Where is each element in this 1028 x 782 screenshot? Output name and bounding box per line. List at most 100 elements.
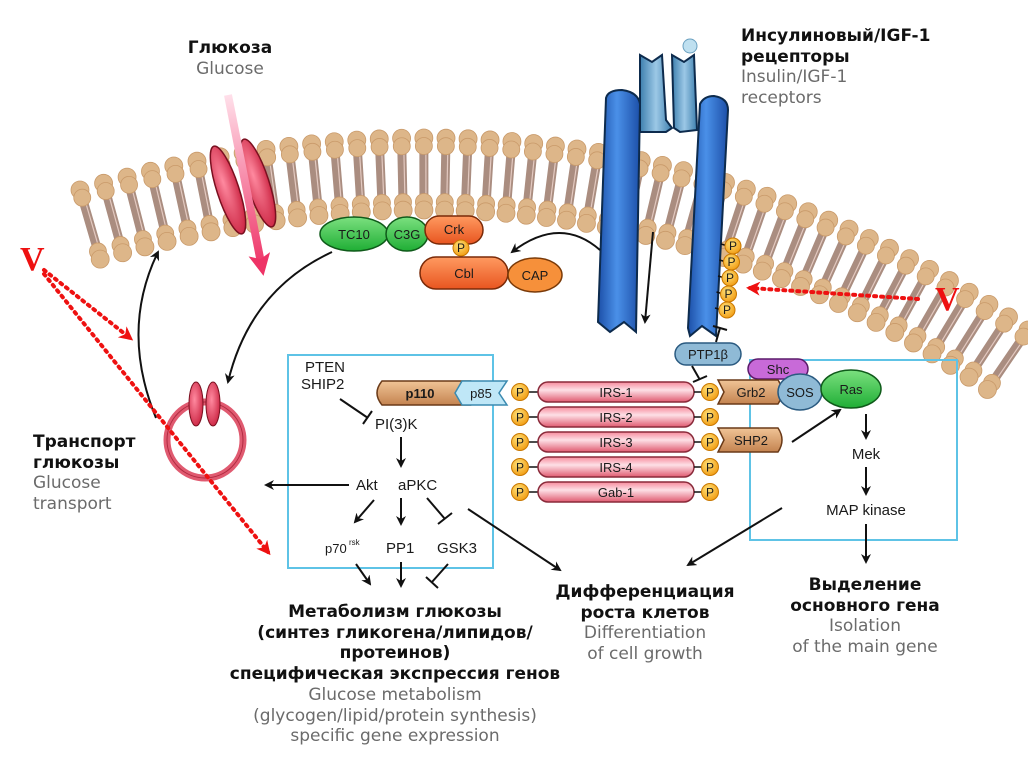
irs-label: IRS-4 bbox=[599, 460, 632, 475]
phospho-site-right bbox=[701, 408, 719, 426]
receptors-label: Инсулиновый/IGF-1 рецепторы Insulin/IGF-… bbox=[741, 26, 931, 109]
svg-text:Akt: Akt bbox=[356, 477, 379, 494]
shc-protein bbox=[747, 358, 809, 380]
mapk-to-differentiation-arrow bbox=[686, 507, 783, 567]
apkc-inhibits-gsk3 bbox=[426, 497, 453, 525]
irs-row: P IRS-2 P bbox=[511, 406, 719, 428]
glucose-metabolism-label: Метаболизм глюкозы (синтез гликогена/лип… bbox=[229, 602, 561, 747]
phospho-label: P bbox=[706, 411, 714, 425]
p85-subunit bbox=[454, 380, 509, 406]
svg-text:p70: p70 bbox=[325, 541, 347, 556]
irs-label: IRS-3 bbox=[599, 435, 632, 450]
glut4-vesicle bbox=[163, 381, 247, 482]
glucose-transport-label: Транспорт глюкозы Glucose transport bbox=[33, 432, 136, 515]
v-marker-left: V bbox=[20, 241, 45, 278]
svg-text:SHP2: SHP2 bbox=[734, 433, 768, 448]
svg-text:PI(3)K: PI(3)K bbox=[375, 416, 418, 433]
phospho-site-left bbox=[511, 483, 529, 501]
phospho-site-right bbox=[701, 433, 719, 451]
phospho-label: P bbox=[706, 486, 714, 500]
irs-label: IRS-2 bbox=[599, 410, 632, 425]
cap-cbl-complex: TC10 C3G Crk P Cbl CAP bbox=[319, 215, 563, 293]
phospho-site-crk bbox=[452, 239, 470, 257]
svg-text:C3G: C3G bbox=[394, 227, 421, 242]
ptp1b-inhibits-receptor bbox=[712, 325, 728, 343]
receptor-internal-arrow bbox=[640, 231, 654, 324]
phospho-site-right bbox=[701, 458, 719, 476]
phospho-label: P bbox=[516, 486, 524, 500]
phospho-label: P bbox=[516, 436, 524, 450]
irs-row: P IRS-1 P bbox=[511, 381, 719, 403]
pi3k-pathway: PTEN SHIP2 PI(3)K Akt aPKC p70 rsk PP1 G… bbox=[264, 359, 562, 589]
svg-text:Grb2: Grb2 bbox=[737, 385, 766, 400]
ras-activation-complex: Shc Grb2 SOS Ras bbox=[716, 358, 882, 411]
svg-text:p85: p85 bbox=[470, 386, 492, 401]
ptp1b-inhibits-irs1 bbox=[691, 365, 708, 383]
tc10-to-vesicle-arrow bbox=[225, 251, 333, 384]
ptp1b-protein: PTP1β bbox=[674, 342, 742, 366]
gsk3-inhibits-metabolism bbox=[425, 563, 449, 589]
pi3k-p110-p85: p110 p85 bbox=[376, 380, 509, 406]
phospho-site-left bbox=[511, 458, 529, 476]
phospho-label: P bbox=[724, 287, 732, 301]
phospho-site bbox=[718, 301, 736, 319]
svg-text:SHIP2: SHIP2 bbox=[301, 376, 344, 393]
highlight-markers: V V bbox=[20, 241, 960, 556]
phospho-site-left bbox=[511, 408, 529, 426]
svg-text:p110: p110 bbox=[406, 386, 435, 401]
cap-protein bbox=[507, 257, 563, 293]
phospho-label: P bbox=[516, 411, 524, 425]
phospho-site-left bbox=[511, 433, 529, 451]
irs-row: P IRS-3 P bbox=[511, 431, 719, 453]
shp2-protein: SHP2 bbox=[716, 427, 783, 453]
irs-row: P Gab-1 P bbox=[511, 481, 719, 503]
svg-text:TC10: TC10 bbox=[338, 227, 370, 242]
phospho-label: P bbox=[723, 303, 731, 317]
svg-text:SOS: SOS bbox=[786, 385, 814, 400]
svg-text:CAP: CAP bbox=[522, 268, 549, 283]
svg-text:Cbl: Cbl bbox=[454, 266, 474, 281]
phospho-label: P bbox=[706, 461, 714, 475]
svg-text:GSK3: GSK3 bbox=[437, 540, 477, 557]
phospho-label: P bbox=[726, 271, 734, 285]
shp2-to-ras-arrow bbox=[791, 408, 842, 443]
phospho-site-right bbox=[701, 383, 719, 401]
vesicle-to-membrane-arrow bbox=[137, 250, 159, 419]
insulin-ligand bbox=[682, 38, 698, 54]
isolation-label: Выделение основного гена Isolation of th… bbox=[790, 575, 940, 658]
phospho-label: P bbox=[727, 255, 735, 269]
differentiation-label: Дифференциация роста клетов Differentiat… bbox=[555, 582, 735, 665]
glucose-label: Глюкоза Glucose bbox=[187, 38, 273, 79]
pten-inhibits-pi3k bbox=[339, 398, 373, 425]
svg-text:aPKC: aPKC bbox=[398, 477, 437, 494]
svg-text:Shc: Shc bbox=[767, 362, 790, 377]
phospho-label: P bbox=[516, 386, 524, 400]
svg-text:Mek: Mek bbox=[852, 446, 881, 463]
insulin-receptor bbox=[596, 38, 730, 338]
svg-text:P: P bbox=[457, 241, 465, 255]
pi3k-pathway-box bbox=[287, 354, 494, 569]
svg-text:PTP1β: PTP1β bbox=[688, 347, 728, 362]
ras-protein bbox=[820, 369, 882, 409]
svg-text:PTEN: PTEN bbox=[305, 359, 345, 376]
svg-text:rsk: rsk bbox=[349, 538, 361, 547]
receptor-to-cbl-arrow bbox=[510, 232, 601, 254]
svg-text:MAP kinase: MAP kinase bbox=[826, 502, 906, 519]
glut-transporter-membrane bbox=[209, 138, 277, 235]
phospho-site-right bbox=[701, 483, 719, 501]
phospho-label: P bbox=[706, 436, 714, 450]
svg-text:Ras: Ras bbox=[839, 382, 863, 397]
phospho-site-left bbox=[511, 383, 529, 401]
phospho-label: P bbox=[706, 386, 714, 400]
v-marker-right: V bbox=[935, 281, 960, 318]
mapk-pathway: Mek MAP kinase bbox=[686, 414, 906, 567]
svg-text:Crk: Crk bbox=[444, 222, 465, 237]
svg-text:PP1: PP1 bbox=[386, 540, 414, 557]
phospho-label: P bbox=[729, 239, 737, 253]
irs-label: Gab-1 bbox=[598, 485, 634, 500]
irs-label: IRS-1 bbox=[599, 385, 632, 400]
